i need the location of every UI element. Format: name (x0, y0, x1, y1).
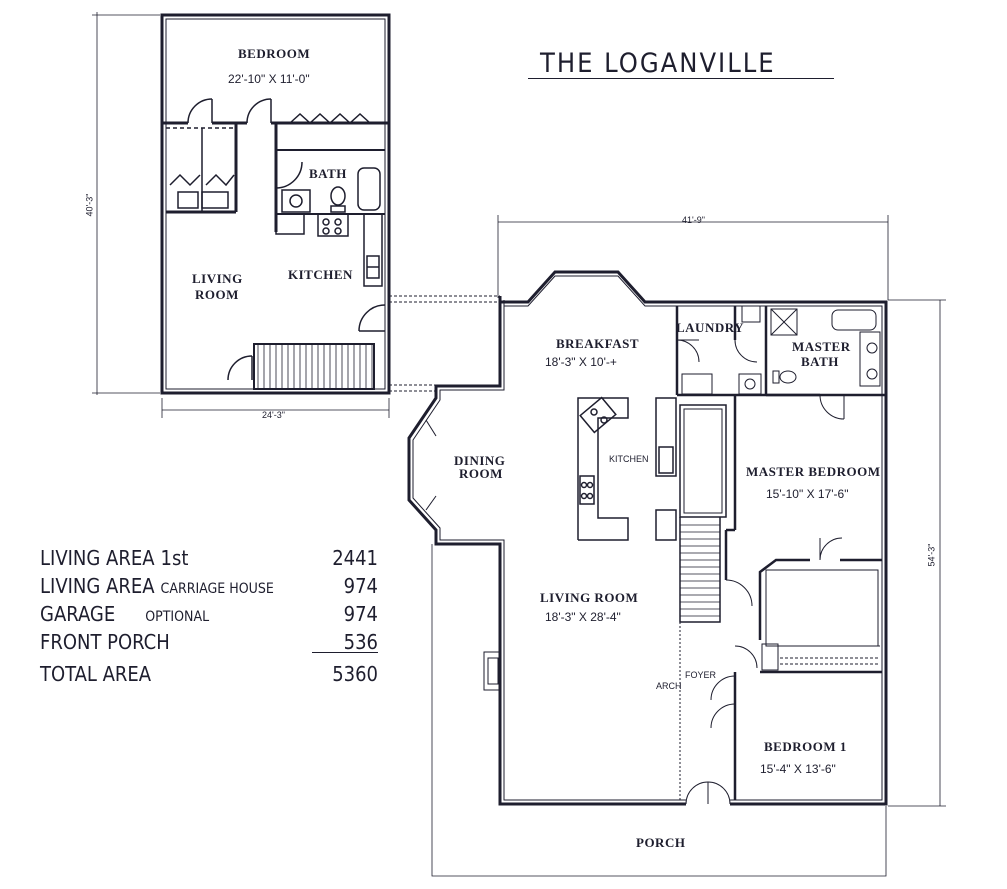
area-row: GARAGE OPTIONAL 974 (40, 600, 380, 628)
area-value: 974 (343, 574, 378, 598)
master-bedroom-walls (724, 395, 882, 800)
area-row-total: TOTAL AREA 5360 (40, 660, 380, 688)
laundry-fixtures (676, 305, 881, 420)
living-room-label: LIVING ROOM (540, 590, 639, 605)
area-name: TOTAL AREA (40, 662, 152, 686)
main-width-dim: 41'-9" (682, 215, 705, 225)
area-name: FRONT PORCH (40, 630, 170, 654)
master-bath-label-2: BATH (801, 354, 839, 369)
main-house-partitions (675, 306, 886, 397)
master-closet (483, 537, 880, 805)
area-row: LIVING AREA CARRIAGE HOUSE 974 (40, 572, 380, 600)
carriage-house-walls (160, 13, 391, 395)
area-value: 974 (343, 602, 378, 626)
master-bedroom-size: 15'-10" X 17'-6" (766, 487, 849, 501)
dining-room-label-1: DINING (454, 453, 506, 468)
arch-label: ARCH (656, 681, 682, 691)
area-name: GARAGE (40, 602, 116, 626)
area-name: LIVING AREA (40, 546, 155, 570)
area-value: 5360 (332, 662, 378, 686)
carriage-bath-label: BATH (309, 166, 347, 181)
carriage-house-inner (162, 18, 389, 390)
carriage-dimension-lines (92, 12, 390, 418)
area-name: LIVING AREA (40, 574, 155, 598)
dining-room-label-2: ROOM (459, 466, 503, 481)
main-depth-dim: 54'-3" (926, 543, 937, 567)
area-row: FRONT PORCH 536 (40, 628, 380, 656)
area-qualifier: OPTIONAL (145, 609, 210, 625)
breakfast-label: BREAKFAST (556, 336, 639, 351)
porch-label: PORCH (636, 835, 686, 850)
main-dimension-lines (431, 215, 946, 877)
main-house-outer-walls (407, 270, 888, 806)
living-room-size: 18'-3" X 28'-4" (545, 610, 621, 624)
bedroom1-size: 15'-4" X 13'-6" (760, 762, 836, 776)
plan-title: THE LOGANVILLE (540, 48, 776, 79)
carriage-bedroom-label: BEDROOM (238, 46, 311, 61)
kitchen-island (577, 396, 677, 541)
carriage-kitchen-label: KITCHEN (288, 267, 353, 282)
master-bath-label-1: MASTER (792, 339, 851, 354)
title-underline (528, 78, 834, 79)
foyer-label: FOYER (685, 670, 717, 680)
bedroom1-label: BEDROOM 1 (764, 739, 847, 754)
carriage-living-room-label-2: ROOM (195, 287, 239, 302)
main-house-inner-walls (412, 275, 883, 801)
laundry-label: LAUNDRY (676, 320, 745, 335)
breakfast-size: 18'-3" X 10'-+ (545, 355, 617, 369)
main-kitchen-label: KITCHEN (609, 454, 649, 464)
area-value: 536 (343, 630, 378, 654)
main-stairs (679, 404, 727, 623)
carriage-bedroom-size: 22'-10" X 11'-0" (228, 72, 310, 86)
carriage-width-dim: 24'-3" (262, 410, 285, 420)
total-rule (312, 652, 378, 653)
area-qualifier: CARRIAGE HOUSE (160, 581, 274, 597)
area-qualifier: 1st (160, 546, 189, 570)
carriage-depth-dim: 40'-3" (84, 193, 95, 217)
master-bedroom-label: MASTER BEDROOM (746, 464, 881, 479)
breezeway (389, 295, 500, 392)
area-value: 2441 (332, 546, 378, 570)
carriage-living-room-label-1: LIVING (192, 271, 243, 286)
